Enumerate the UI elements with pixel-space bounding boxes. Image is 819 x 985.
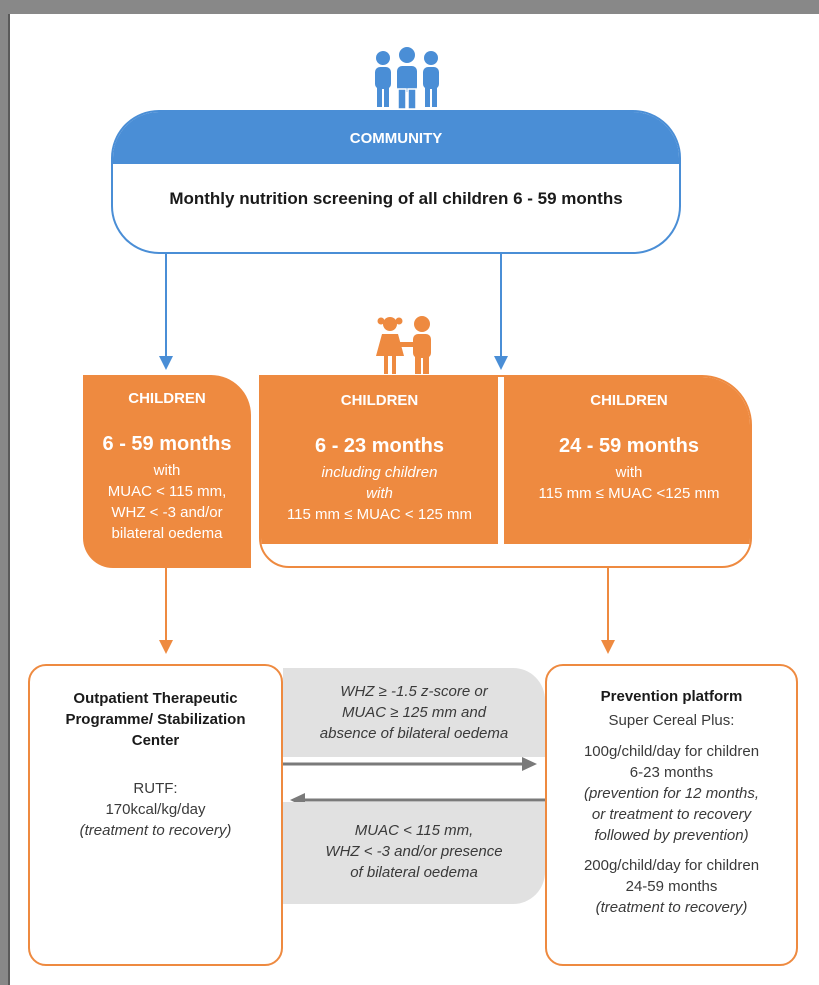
group-line: with — [615, 464, 643, 481]
prevention-box: Prevention platform Super Cereal Plus: 1… — [545, 664, 798, 966]
prevention-note-line: (treatment to recovery) — [595, 899, 748, 916]
children-24-59-box: CHILDREN 24 - 59 months with 115 mm ≤ MU… — [504, 377, 750, 544]
group-line: MUAC < 115 mm, — [107, 483, 227, 500]
otp-title-line: Center — [131, 732, 180, 749]
group-age: 6 - 23 months — [315, 435, 444, 457]
community-header — [113, 112, 679, 164]
children-6-23-box: CHILDREN 6 - 23 months including childre… — [261, 377, 498, 544]
criteria-line: WHZ ≥ -1.5 z-score or — [340, 683, 488, 700]
two-children-icon — [376, 316, 431, 374]
prevention-dose-line: 6-23 months — [629, 764, 714, 781]
grey-arrow-to-prevention — [283, 757, 537, 771]
criteria-line: MUAC < 115 mm, — [354, 822, 474, 839]
orange-arrow-right — [601, 568, 615, 654]
group-title: CHILDREN — [128, 390, 206, 407]
prevention-product: Super Cereal Plus: — [608, 712, 735, 729]
transfer-to-prevention-criteria: WHZ ≥ -1.5 z-score or MUAC ≥ 125 mm and … — [283, 668, 545, 757]
group-line: bilateral oedema — [111, 525, 223, 542]
blue-arrow-right — [494, 254, 508, 370]
group-line: WHZ < -3 and/or — [111, 504, 223, 521]
criteria-line: MUAC ≥ 125 mm and — [341, 704, 487, 721]
transfer-to-otp-criteria: MUAC < 115 mm, WHZ < -3 and/or presence … — [283, 802, 545, 904]
prevention-note-line: followed by prevention) — [594, 827, 749, 844]
group-line: 115 mm ≤ MUAC < 125 mm — [286, 506, 473, 523]
group-line: including children — [321, 464, 438, 481]
otp-product: RUTF: — [133, 780, 178, 797]
prevention-title: Prevention platform — [600, 688, 743, 705]
community-title: COMMUNITY — [349, 130, 443, 147]
blue-arrow-left — [159, 252, 173, 370]
criteria-line: WHZ < -3 and/or presence — [325, 843, 503, 860]
community-description: Monthly nutrition screening of all child… — [169, 189, 623, 208]
otp-title-line: Outpatient Therapeutic — [73, 690, 238, 707]
criteria-line: of bilateral oedema — [350, 864, 478, 881]
otp-dose: 170kcal/kg/day — [105, 801, 206, 818]
severe-children-box: CHILDREN 6 - 59 months with MUAC < 115 m… — [83, 375, 251, 568]
group-title: CHILDREN — [340, 392, 419, 409]
left-frame-line — [8, 14, 10, 985]
prevention-dose-line: 100g/child/day for children — [583, 743, 760, 760]
otp-box: Outpatient Therapeutic Programme/ Stabil… — [28, 664, 283, 966]
otp-note: (treatment to recovery) — [79, 822, 232, 839]
orange-arrow-left — [159, 568, 173, 654]
group-age: 24 - 59 months — [558, 435, 700, 457]
group-age: 6 - 59 months — [102, 433, 232, 455]
group-line: 115 mm ≤ MUAC <125 mm — [538, 485, 720, 502]
left-frame-bar — [0, 0, 8, 985]
moderate-children-container: CHILDREN 6 - 23 months including childre… — [259, 375, 752, 568]
group-title: CHILDREN — [590, 392, 668, 409]
prevention-note-line: or treatment to recovery — [591, 806, 752, 823]
otp-title-line: Programme/ Stabilization — [65, 711, 246, 728]
community-box: COMMUNITY Monthly nutrition screening of… — [111, 110, 681, 254]
group-line: with — [366, 485, 393, 502]
group-of-people-icon — [375, 45, 439, 109]
group-line: with — [153, 462, 181, 479]
prevention-note-line: (prevention for 12 months, — [583, 785, 760, 802]
top-frame-bar — [0, 0, 819, 14]
prevention-dose-line: 200g/child/day for children — [583, 857, 760, 874]
prevention-dose-line: 24-59 months — [625, 878, 718, 895]
criteria-line: absence of bilateral oedema — [319, 725, 509, 742]
